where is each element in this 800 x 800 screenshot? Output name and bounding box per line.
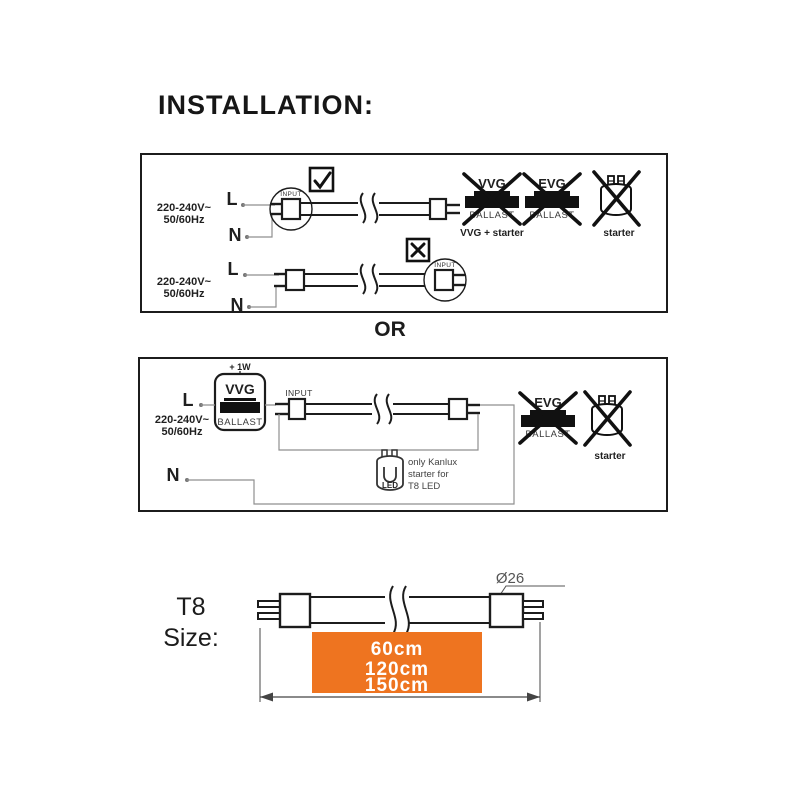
dimension-arrow (260, 692, 273, 702)
or-separator: OR (374, 318, 406, 341)
tube-pin (257, 612, 281, 620)
starter-note: starter for (408, 469, 449, 480)
wiring-options-panel: 220-240V~ 50/60Hz L N INPUT (140, 153, 668, 315)
wiring-options-diagram: 220-240V~ 50/60Hz L N INPUT (157, 166, 641, 315)
break-mark (385, 393, 393, 425)
banned-caption: VVG + starter (460, 228, 524, 239)
prohibited-cross-icon (592, 170, 641, 227)
size-section-label: T8 Size: (148, 592, 234, 655)
diagram-correct: 220-240V~ 50/60Hz L N INPUT (157, 166, 460, 245)
voltage-label: 220-240V~ (157, 202, 212, 214)
size-diagram: Ø26 60cm 120cm 150cm (257, 570, 565, 702)
input-label: INPUT (285, 388, 313, 398)
ballast-name: VVG (225, 381, 255, 397)
ballast-type: BALLAST (469, 210, 514, 221)
ballast-type: BALLAST (529, 210, 574, 221)
diameter-label: Ø26 (496, 570, 524, 587)
break-mark (389, 585, 397, 635)
ballast-name: EVG (534, 395, 561, 410)
voltage-label: 220-240V~ (155, 414, 210, 426)
starter-note: T8 LED (408, 481, 440, 492)
dimension-arrow (527, 692, 540, 702)
tube-endcap (278, 592, 312, 629)
break-mark (371, 263, 379, 295)
break-mark (373, 393, 381, 425)
tube-endcap (428, 197, 448, 221)
frequency-label: 50/60Hz (164, 288, 205, 300)
ballast-type: BALLAST (217, 417, 262, 428)
length-highlight-box (312, 632, 482, 693)
neutral-label: N (231, 295, 244, 311)
prohibited-cross-icon (522, 172, 582, 226)
tube-endcap (447, 397, 469, 421)
break-mark (359, 263, 367, 295)
page-title: INSTALLATION: (158, 90, 374, 120)
neutral-wire (247, 215, 273, 238)
banned-evg-ballast: EVG BALLAST (518, 391, 578, 445)
prohibited-cross-icon (462, 172, 522, 226)
banned-caption: starter (594, 451, 625, 462)
kanlux-starter-component: LED (376, 449, 404, 491)
ballast-name: EVG (538, 176, 565, 191)
ballast-icon (530, 410, 566, 415)
input-label: INPUT (434, 262, 456, 269)
break-mark (402, 585, 410, 635)
ballast-wiring-panel: + 1W VVG BALLAST L 220-240V~ 50/60Hz INP… (138, 357, 668, 512)
length-option: 120cm (365, 659, 429, 680)
frequency-label: 50/60Hz (164, 214, 205, 226)
prohibited-cross-icon (518, 391, 578, 445)
tube-endcap (488, 592, 525, 629)
banned-caption: starter (603, 228, 634, 239)
live-label: L (183, 390, 194, 410)
led-label: LED (382, 481, 398, 490)
voltage-label: 220-240V~ (157, 276, 212, 288)
live-label: L (228, 259, 239, 279)
ballast-icon (220, 402, 260, 413)
input-label: INPUT (280, 191, 302, 198)
break-mark (359, 192, 367, 224)
prohibited-cross-icon (583, 390, 632, 447)
input-end-circle (269, 187, 313, 231)
frequency-label: 50/60Hz (162, 426, 203, 438)
tube-pin (522, 600, 544, 608)
tube-type-label: T8 (176, 593, 206, 621)
ballast-icon (465, 196, 519, 208)
tube-pin (522, 612, 544, 620)
power-loss-note: + 1W (229, 362, 251, 372)
neutral-label: N (229, 225, 242, 245)
ballast-wiring-diagram: + 1W VVG BALLAST L 220-240V~ 50/60Hz INP… (155, 362, 632, 505)
size-word-label: Size: (163, 624, 219, 653)
ballast-icon (534, 191, 570, 196)
tube-endcap (280, 197, 302, 221)
starter-loop-wire (278, 414, 479, 451)
diagram-wrong: 220-240V~ 50/60Hz L N INPUT (157, 237, 467, 315)
vvg-ballast-component: VVG BALLAST (213, 372, 267, 432)
banned-starter: starter (583, 390, 632, 462)
live-label: L (227, 189, 238, 209)
x-mark-icon (405, 237, 431, 263)
banned-starter: starter (592, 170, 641, 239)
starter-u-contact (383, 467, 397, 483)
tube-pin (257, 600, 281, 608)
ballast-icon (224, 398, 256, 401)
tube-endcap (433, 268, 455, 292)
neutral-wire (249, 286, 277, 308)
ballast-name: VVG (478, 176, 505, 191)
length-option: 150cm (365, 675, 429, 696)
neutral-wire (187, 404, 515, 505)
ballast-icon (474, 191, 510, 196)
tube-endcap (284, 268, 306, 292)
starter-body-icon (376, 455, 404, 491)
break-mark (371, 192, 379, 224)
banned-vvg-ballast: VVG BALLAST VVG + starter (460, 172, 524, 239)
tube-endcap (287, 397, 307, 421)
ballast-icon (525, 196, 579, 208)
starter-note: only Kanlux (408, 457, 457, 468)
checkmark-icon (308, 166, 335, 193)
length-option: 60cm (371, 639, 424, 660)
neutral-label: N (167, 465, 180, 485)
ballast-type: BALLAST (525, 429, 570, 440)
banned-evg-ballast: EVG BALLAST (522, 172, 582, 226)
ballast-icon (521, 415, 575, 427)
